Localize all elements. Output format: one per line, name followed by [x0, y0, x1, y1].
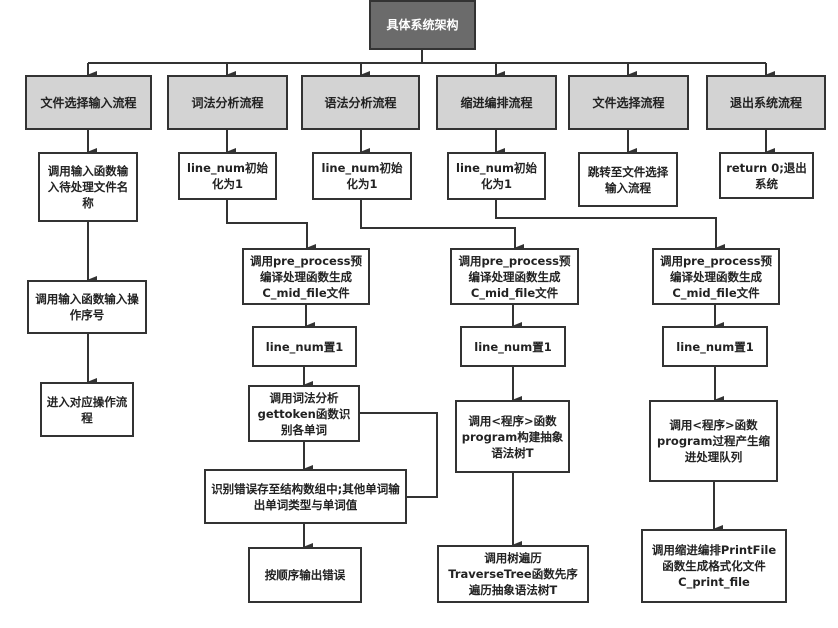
syn-program: 调用<程序>函数program构建抽象语法树T	[455, 400, 570, 473]
step-enter-op: 进入对应操作流程	[40, 382, 134, 437]
ind-program: 调用<程序>函数program过程产生缩进处理队列	[649, 400, 778, 482]
syn-init: line_num初始化为1	[312, 152, 412, 200]
flow-lexical-title: 词法分析流程	[167, 75, 288, 130]
exit-return: return 0;退出系统	[719, 152, 814, 199]
flow-exit-title: 退出系统流程	[706, 75, 826, 130]
syn-reset: line_num置1	[460, 326, 566, 367]
root-node: 具体系统架构	[369, 0, 476, 50]
flow-file-select-title: 文件选择流程	[568, 75, 689, 130]
lex-init: line_num初始化为1	[178, 152, 277, 200]
flow-indent-title: 缩进编排流程	[436, 75, 557, 130]
flow-file-input-title: 文件选择输入流程	[25, 75, 152, 130]
lex-gettoken: 调用词法分析gettoken函数识别各单词	[248, 385, 360, 442]
step-input-filename: 调用输入函数输入待处理文件名称	[38, 152, 138, 222]
lex-output-errors: 按顺序输出错误	[248, 547, 362, 603]
lex-reset: line_num置1	[252, 326, 357, 367]
ind-preprocess: 调用pre_process预编译处理函数生成C_mid_file文件	[652, 248, 780, 305]
select-jump: 跳转至文件选择输入流程	[578, 152, 678, 207]
ind-reset: line_num置1	[662, 326, 768, 367]
ind-printfile: 调用缩进编排PrintFile函数生成格式化文件C_print_file	[641, 529, 787, 603]
syn-preprocess: 调用pre_process预编译处理函数生成C_mid_file文件	[450, 248, 579, 305]
ind-init: line_num初始化为1	[447, 152, 546, 200]
lex-errors: 识别错误存至结构数组中;其他单词输出单词类型与单词值	[204, 469, 407, 524]
flow-syntax-title: 语法分析流程	[301, 75, 420, 130]
step-input-op: 调用输入函数输入操作序号	[27, 280, 147, 334]
lex-preprocess: 调用pre_process预编译处理函数生成C_mid_file文件	[242, 248, 370, 305]
syn-traverse: 调用树遍历TraverseTree函数先序遍历抽象语法树T	[437, 545, 589, 603]
